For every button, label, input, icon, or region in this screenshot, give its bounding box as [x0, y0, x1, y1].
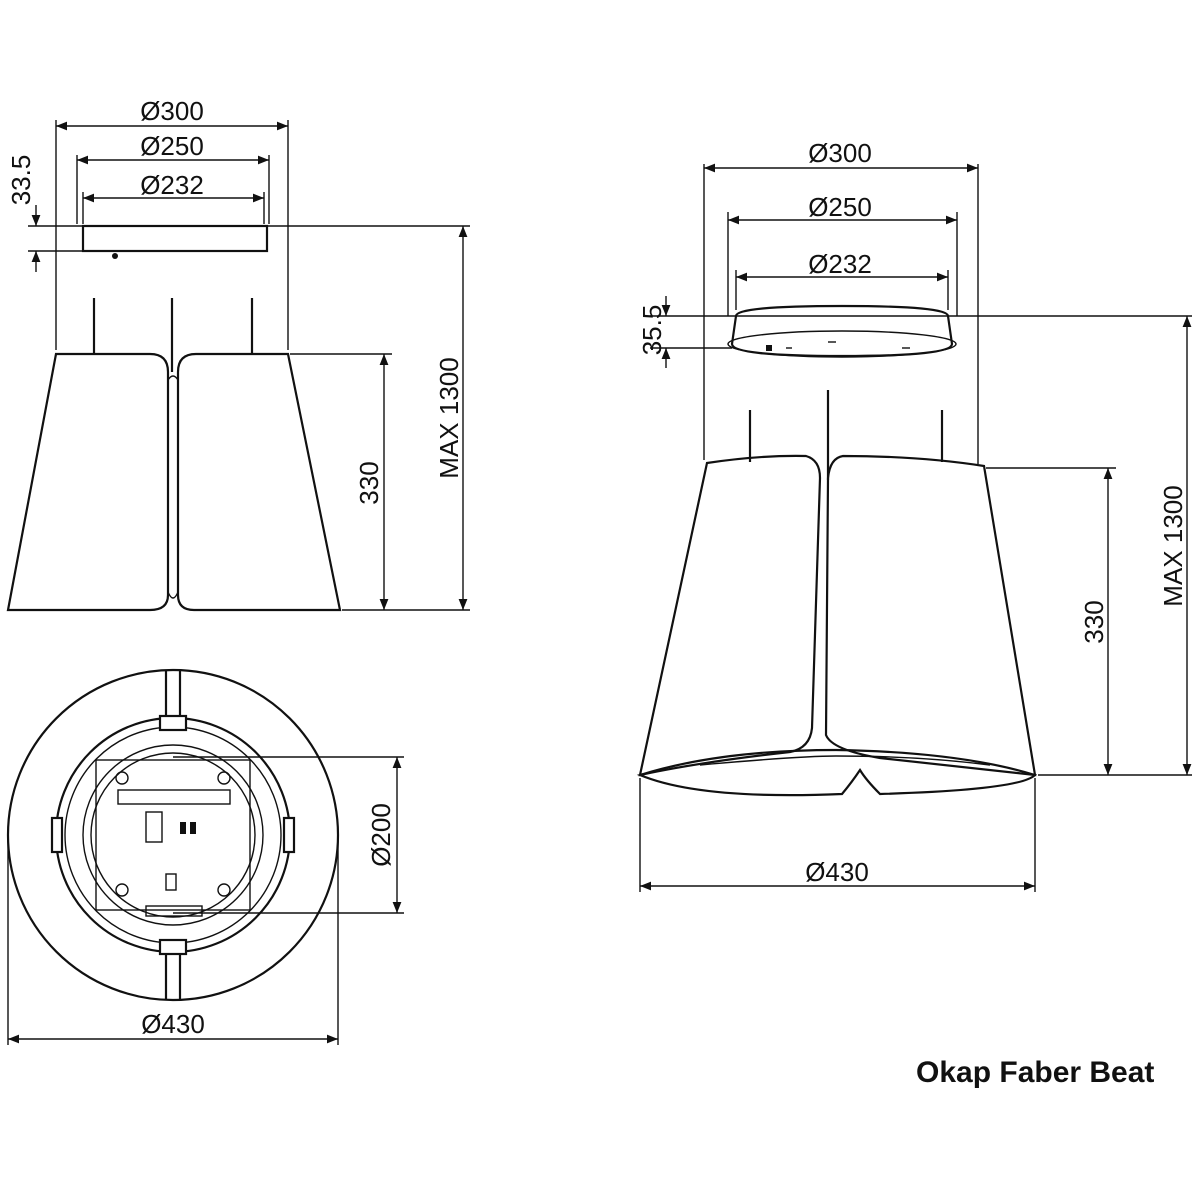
right-perspective-view: Ø300 Ø250 Ø232 35.5 330 MAX 1300 Ø430 [636, 138, 1192, 892]
right-d250-label: Ø250 [808, 192, 872, 222]
left-d250-label: Ø250 [140, 131, 204, 161]
left-max-height-label: MAX 1300 [434, 357, 464, 478]
right-max-height-label: MAX 1300 [1158, 485, 1188, 606]
right-canopy-height-label: 35.5 [637, 305, 667, 356]
left-canopy-height-label: 33.5 [6, 155, 36, 206]
left-body-shell-left [6, 352, 170, 612]
plan-d430-label: Ø430 [141, 1009, 205, 1039]
right-d232-label: Ø232 [808, 249, 872, 279]
right-body-rim [636, 748, 1038, 797]
left-body-height-label: 330 [354, 461, 384, 504]
bottom-plan-view: Ø200 Ø430 [6, 668, 404, 1045]
right-body-shell-right [824, 454, 1037, 777]
right-d300-label: Ø300 [808, 138, 872, 168]
left-d232-label: Ø232 [140, 170, 204, 200]
left-d300-label: Ø300 [140, 96, 204, 126]
right-body-shell-left [638, 454, 822, 777]
left-side-view: Ø300 Ø250 Ø232 33.5 330 MAX 1300 [6, 96, 470, 612]
plan-d200-label: Ø200 [366, 803, 396, 867]
left-canopy [81, 224, 269, 253]
right-d430-label: Ø430 [805, 857, 869, 887]
product-caption: Okap Faber Beat [916, 1056, 1155, 1089]
left-body-shell-right [176, 352, 342, 612]
right-body-height-label: 330 [1079, 600, 1109, 643]
